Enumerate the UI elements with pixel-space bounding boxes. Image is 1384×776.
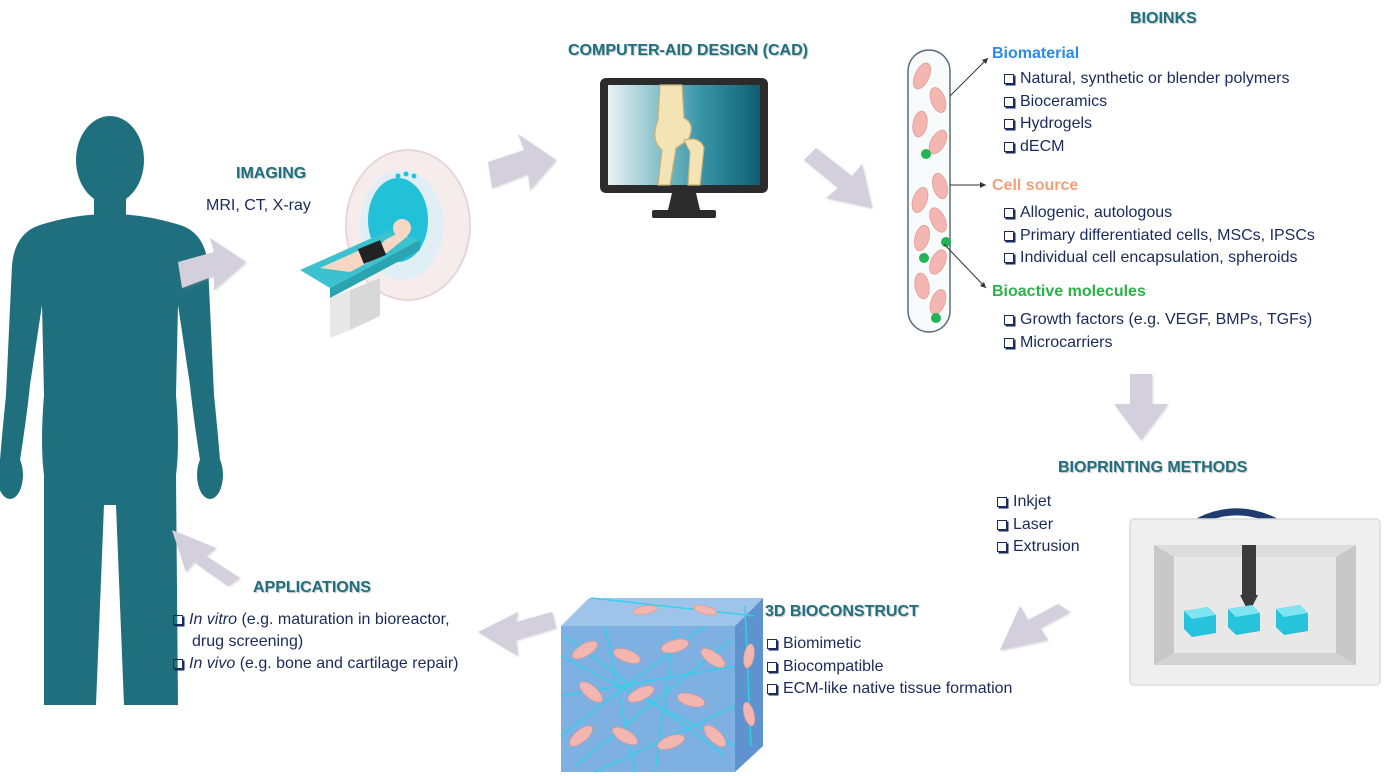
list-item: Inkjet xyxy=(997,491,1080,514)
checkbox-icon xyxy=(173,615,183,625)
bioink-tube-icon xyxy=(907,49,989,333)
checkbox-icon xyxy=(767,684,777,694)
checkbox-icon xyxy=(1004,119,1014,129)
bioactive-heading: Bioactive molecules xyxy=(992,283,1146,300)
list-item: Biomimetic xyxy=(767,633,1012,656)
list-item-continuation: drug screening) xyxy=(192,633,304,650)
bioconstruct-cube-icon xyxy=(560,597,763,773)
checkbox-icon xyxy=(1004,230,1014,241)
list-item: In vivo (e.g. bone and cartilage repair) xyxy=(173,653,459,675)
applications-title: APPLICATIONS xyxy=(253,579,371,596)
biomaterial-heading: Biomaterial xyxy=(992,45,1080,62)
checkbox-icon xyxy=(997,519,1007,530)
list-item: Natural, synthetic or blender polymers xyxy=(1004,68,1289,91)
list-item: Laser xyxy=(997,514,1080,537)
arrow-construct-to-applications xyxy=(478,612,556,656)
checkbox-icon xyxy=(997,497,1007,507)
checkbox-icon xyxy=(1004,208,1014,218)
cell-source-list: Allogenic, autologous Primary differenti… xyxy=(1004,202,1315,270)
imaging-subtitle: MRI, CT, X-ray xyxy=(206,197,311,214)
cad-title: COMPUTER-AID DESIGN (CAD) xyxy=(568,42,808,59)
arrow-human-to-imaging xyxy=(178,238,246,290)
list-item: Primary differentiated cells, MSCs, IPSC… xyxy=(1004,225,1315,248)
arrow-bioprinting-to-construct xyxy=(1000,604,1070,650)
checkbox-icon xyxy=(1004,337,1014,348)
imaging-title: IMAGING xyxy=(236,165,307,182)
list-item: ECM-like native tissue formation xyxy=(767,678,1012,701)
list-item: Biocompatible xyxy=(767,656,1012,679)
checkbox-icon xyxy=(997,542,1007,552)
list-item: Individual cell encapsulation, spheroids xyxy=(1004,247,1315,270)
list-item: Extrusion xyxy=(997,536,1080,559)
list-item: Hydrogels xyxy=(1004,113,1289,136)
arrow-cad-to-bioinks xyxy=(804,148,872,208)
list-item: In vitro (e.g. maturation in bioreactor, xyxy=(173,609,459,631)
checkbox-icon xyxy=(1004,315,1014,325)
applications-list: In vitro (e.g. maturation in bioreactor,… xyxy=(173,609,459,675)
bioactive-list: Growth factors (e.g. VEGF, BMPs, TGFs) M… xyxy=(1004,309,1312,354)
checkbox-icon xyxy=(1004,74,1014,84)
list-item: Allogenic, autologous xyxy=(1004,202,1315,225)
bioconstruct-title: 3D BIOCONSTRUCT xyxy=(765,603,919,620)
bioconstruct-list: Biomimetic Biocompatible ECM-like native… xyxy=(767,633,1012,701)
list-item: Bioceramics xyxy=(1004,91,1289,114)
checkbox-icon xyxy=(767,661,777,672)
monitor-icon xyxy=(600,78,768,218)
list-item: Microcarriers xyxy=(1004,332,1312,355)
cell-source-heading: Cell source xyxy=(992,177,1079,194)
bioprinter-icon xyxy=(1129,508,1381,686)
list-item: dECM xyxy=(1004,136,1289,159)
human-silhouette xyxy=(0,116,223,705)
bioprinting-list: Inkjet Laser Extrusion xyxy=(997,491,1080,559)
checkbox-icon xyxy=(1004,96,1014,107)
arrow-bioinks-to-bioprinting xyxy=(1114,374,1168,440)
bioprinting-title: BIOPRINTING METHODS xyxy=(1058,459,1248,476)
list-item: Growth factors (e.g. VEGF, BMPs, TGFs) xyxy=(1004,309,1312,332)
bioinks-title: BIOINKS xyxy=(1130,10,1197,27)
checkbox-icon xyxy=(1004,141,1014,152)
checkbox-icon xyxy=(173,659,183,669)
mri-scanner-icon xyxy=(300,149,471,338)
checkbox-icon xyxy=(767,639,777,649)
arrow-applications-to-human xyxy=(172,530,240,586)
arrow-imaging-to-cad xyxy=(488,134,556,190)
biomaterial-list: Natural, synthetic or blender polymers B… xyxy=(1004,68,1289,158)
checkbox-icon xyxy=(1004,253,1014,263)
